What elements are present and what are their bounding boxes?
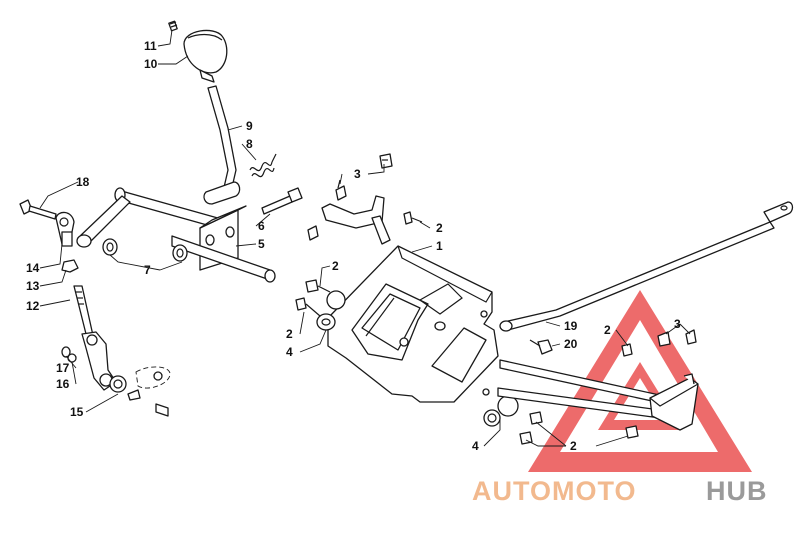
- callout-4-lower: 4: [472, 439, 479, 453]
- callout-12: 12: [26, 299, 40, 313]
- watermark-automoto: AUTOMOTO: [472, 476, 637, 506]
- callout-2-top: 2: [436, 221, 443, 235]
- callout-11: 11: [144, 39, 157, 53]
- callout-9: 9: [246, 119, 253, 133]
- bolt-rod-end: [529, 339, 553, 355]
- shift-lever: [203, 85, 241, 205]
- bolt-right-rod: [621, 343, 633, 357]
- pivot-mount-dashed: [127, 366, 171, 417]
- set-screw: [168, 20, 178, 32]
- watermark: AUTOMOTO HUB: [472, 476, 768, 506]
- callout-2-mid: 2: [332, 259, 339, 273]
- clip-top-left: [335, 179, 347, 201]
- washers-upper: [316, 290, 346, 331]
- rod-end: [55, 211, 75, 247]
- bolt-left-washer: [295, 297, 321, 317]
- callout-19: 19: [564, 319, 578, 333]
- pivot-bolt: [261, 187, 303, 215]
- callout-2-right: 2: [604, 323, 611, 337]
- callout-2-lower: 2: [570, 439, 577, 453]
- callout-16: 16: [56, 377, 70, 391]
- lower-right-bracket: [649, 373, 699, 431]
- bolt-lower-1: [529, 411, 543, 425]
- bushing-left: [102, 238, 118, 256]
- upper-mount-bracket: [321, 195, 391, 245]
- long-shift-rod: [499, 201, 794, 332]
- callout-14: 14: [26, 261, 40, 275]
- shift-knob: [183, 29, 228, 83]
- washer-17: [61, 346, 71, 358]
- callout-3-right: 3: [674, 317, 681, 331]
- callout-labels: 11 10 9 8 18 3 6 5 2 1 14 13 7 2 12 2 4 …: [26, 39, 681, 453]
- callout-13: 13: [26, 279, 40, 293]
- clip-top-right: [379, 153, 393, 169]
- callout-17: 17: [56, 361, 70, 375]
- lower-shift-shaft: [171, 235, 276, 283]
- bolt-top-right: [403, 211, 423, 225]
- washers-lower: [483, 395, 519, 427]
- bushing-right: [172, 244, 188, 262]
- clip-lower-left: [657, 331, 671, 347]
- callout-7: 7: [144, 263, 151, 277]
- bolt-lower-3: [625, 425, 639, 439]
- bolt-18: [19, 199, 57, 220]
- leader-lines: [39, 29, 691, 447]
- main-housing: [327, 245, 499, 403]
- bushing-15: [109, 375, 127, 393]
- callout-3-top: 3: [354, 167, 361, 181]
- callout-4-upper: 4: [286, 345, 293, 359]
- callout-2-left: 2: [286, 327, 293, 341]
- callout-20: 20: [564, 337, 578, 351]
- callout-8: 8: [246, 137, 253, 151]
- callout-15: 15: [70, 405, 84, 419]
- spring: [249, 153, 277, 178]
- bolt-upper-washer: [305, 279, 331, 293]
- bolt-mid-left: [307, 225, 319, 241]
- callout-5: 5: [258, 237, 265, 251]
- callout-10: 10: [144, 57, 158, 71]
- callout-1: 1: [436, 239, 443, 253]
- callout-18: 18: [76, 175, 90, 189]
- jam-nut: [61, 259, 79, 273]
- watermark-hub: HUB: [706, 476, 768, 506]
- callout-6: 6: [258, 219, 265, 233]
- clip-lower-right: [685, 329, 697, 345]
